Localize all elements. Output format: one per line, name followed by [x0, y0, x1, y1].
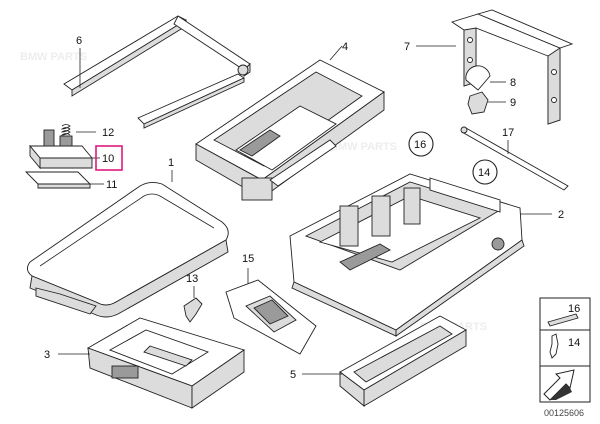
drawing-number: 00125606	[544, 408, 584, 418]
callout-17[interactable]: 17	[502, 127, 514, 139]
callout-15-label: 15	[242, 253, 254, 265]
legend-item-16-label: 16	[568, 303, 580, 315]
callout-11[interactable]: 11	[106, 179, 117, 191]
svg-text:BMW PARTS: BMW PARTS	[20, 51, 87, 63]
part-7-bracket[interactable]	[416, 9, 574, 125]
rod-icon	[547, 313, 579, 327]
direction-arrow-icon	[543, 369, 575, 401]
callout-9[interactable]: 9	[510, 97, 516, 109]
callout-11-label: 11	[106, 179, 117, 191]
callout-17-label: 17	[502, 127, 514, 139]
clip-icon	[549, 333, 559, 359]
part-17-rod[interactable]	[460, 126, 569, 191]
callout-9-label: 9	[510, 97, 516, 109]
callout-4[interactable]: 4	[342, 41, 348, 53]
legend-item-16[interactable]: 16	[547, 303, 580, 327]
callout-13[interactable]: 13	[186, 273, 198, 285]
legend-item-14-label: 14	[568, 337, 580, 349]
callout-2[interactable]: 2	[558, 209, 564, 221]
callout-6-label: 6	[76, 35, 82, 47]
callout-7[interactable]: 7	[404, 41, 410, 53]
callout-3[interactable]: 3	[44, 349, 50, 361]
callout-4-label: 4	[342, 41, 348, 53]
part-8-disc[interactable]	[465, 65, 506, 91]
callout-8-label: 8	[510, 77, 516, 89]
part-6-rail-frame[interactable]	[63, 15, 251, 129]
callout-2-label: 2	[558, 209, 564, 221]
callout-6[interactable]: 6	[76, 35, 82, 47]
callout-15[interactable]: 15	[242, 253, 254, 265]
legend-box: 16 14	[539, 297, 591, 403]
callout-14-circle	[472, 159, 498, 185]
part-13-clip[interactable]	[183, 286, 203, 323]
callout-5[interactable]: 5	[290, 369, 296, 381]
part-3-bottom-tray[interactable]	[58, 317, 246, 409]
callout-16-circle	[408, 131, 434, 157]
part-4-storage-tray[interactable]	[195, 45, 385, 201]
callout-16[interactable]: 16	[408, 131, 434, 157]
callout-13-label: 13	[186, 273, 198, 285]
part-5-lower-tray[interactable]	[302, 315, 467, 407]
callout-8[interactable]: 8	[510, 77, 516, 89]
legend-item-14[interactable]: 14	[549, 333, 580, 359]
callout-10-label: 10	[102, 153, 114, 165]
svg-text:BMW PARTS: BMW PARTS	[330, 141, 397, 153]
callout-3-label: 3	[44, 349, 50, 361]
callout-14-label: 14	[478, 167, 490, 179]
callout-7-label: 7	[404, 41, 410, 53]
callout-14[interactable]: 14	[472, 159, 498, 185]
callout-1[interactable]: 1	[168, 157, 174, 169]
part-15-insert-panel[interactable]	[225, 268, 317, 355]
callout-1-label: 1	[168, 157, 174, 169]
callout-12[interactable]: 12	[102, 127, 114, 139]
callout-10-highlight-box	[95, 145, 123, 171]
part-12-spring[interactable]	[60, 124, 96, 136]
callout-16-label: 16	[414, 139, 426, 151]
callout-10[interactable]: 10	[95, 145, 123, 171]
part-2-console-housing[interactable]	[289, 173, 552, 337]
callout-5-label: 5	[290, 369, 296, 381]
part-1-armrest-cushion[interactable]	[27, 170, 229, 318]
part-9-clip[interactable]	[467, 91, 506, 115]
part-10-hinge-cover[interactable]	[29, 129, 100, 170]
part-11-trim-strip[interactable]	[24, 171, 104, 189]
callout-12-label: 12	[102, 127, 114, 139]
